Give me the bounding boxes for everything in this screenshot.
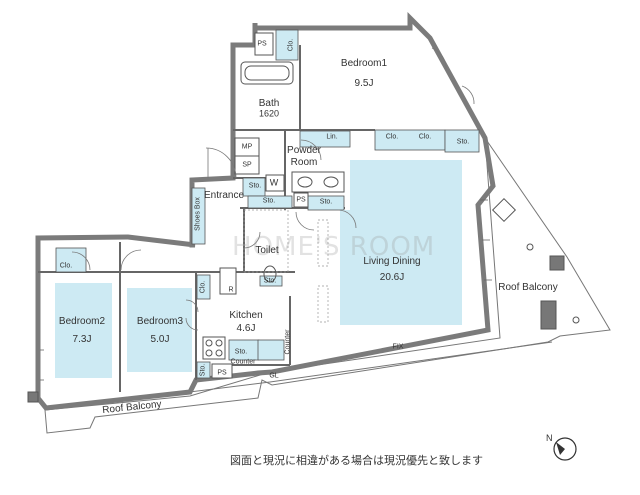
door-swings [71,47,475,331]
ceiling-dashes [243,209,329,323]
clo-label: Clo. [385,133,399,141]
mp-label: MP [241,143,253,151]
bedroom3-label: Bedroom3 [136,316,184,327]
balcony-equipment [27,197,580,403]
bedroom2-label: Bedroom2 [58,316,106,327]
compass-icon [553,437,577,461]
powder-sinks [291,171,345,193]
sp-label: SP [242,161,252,169]
watermark: HOME'S ROOM [232,232,436,262]
ps-label: PS [296,196,306,204]
kitchen-label: Kitchen [229,310,263,321]
toilet-fixture [263,265,277,283]
bedroom3-size: 5.0J [150,334,170,345]
bath-label: Bath [258,98,280,109]
powder-room-label: Powder Room [287,145,321,168]
sto-label: Sto. [199,363,207,377]
clo-label: Clo. [287,38,295,52]
w-label: W [269,177,279,188]
floor-areas [55,160,462,378]
entrance-label: Entrance [203,190,245,201]
roof-balcony-east-label: Roof Balcony [498,282,558,293]
bedroom2-size: 7.3J [72,334,92,345]
gl-marker: GL [269,372,279,380]
kitchen-hob [202,336,226,360]
sto-label: Sto. [456,138,470,146]
bath-size: 1620 [258,108,280,119]
counter-label: Counter [230,358,256,366]
lin-label: Lin. [326,133,338,141]
window-marks [40,199,492,381]
sto-label: Sto. [263,277,277,285]
bedroom1-size: 9.5J [354,78,374,89]
mp-sp-boxes [211,32,309,379]
sto-label: Sto. [319,198,333,206]
living-dining-size: 20.6J [379,272,405,283]
clo-label: Clo. [199,280,207,294]
r-label: R [228,286,234,294]
toilet-label: Toilet [255,245,279,256]
sto-label: Sto. [234,348,248,356]
clo-label: Clo. [418,133,432,141]
bathtub [240,61,294,85]
clo-label: Clo. [59,262,73,270]
sto-label: Sto. [262,197,276,205]
north-label: N [546,433,553,443]
ps-label: PS [217,369,227,377]
bedroom1-label: Bedroom1 [340,58,388,69]
shoe-box-label: Shoes Box [194,197,202,231]
disclaimer-note: 図面と現況に相違がある場合は現況優先と致します [230,454,483,467]
sto-label: Sto. [248,182,262,190]
kitchen-size: 4.6J [236,323,256,334]
living-dining-label: Living Dining [363,256,421,267]
counter-label: Counter [284,329,292,355]
fix-marker: FIX [392,343,404,351]
ps-label: PS [257,40,267,48]
